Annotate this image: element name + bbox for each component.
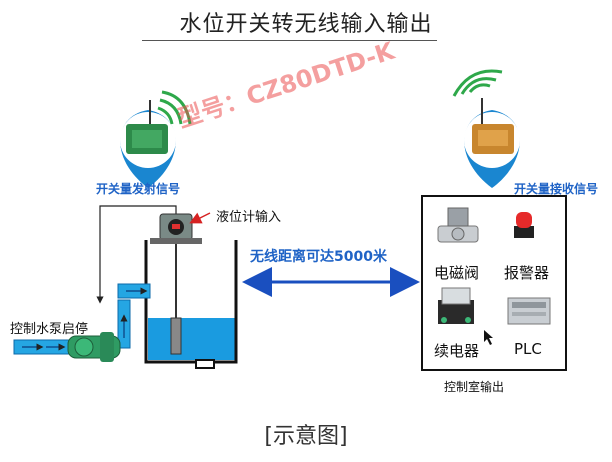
distance-label: 无线距离可达5000米 — [250, 249, 387, 265]
level-meter-label: 液位计输入 — [216, 210, 282, 225]
page-title: 水位开关转无线输入输出 — [179, 12, 433, 37]
wifi-icon — [157, 106, 174, 125]
signal-cable — [99, 205, 177, 216]
water-pump — [67, 332, 121, 362]
figure-caption: [示意图] — [264, 424, 348, 449]
valve-label: 电磁阀 — [434, 264, 480, 282]
wifi-icon — [468, 83, 491, 93]
title-underline — [142, 40, 437, 41]
receiver-pin — [452, 69, 520, 188]
plc-icon — [507, 297, 551, 325]
plc-label: PLC — [514, 340, 542, 358]
transmitter-label: 开关量发射信号 — [96, 182, 181, 196]
water-tank — [144, 240, 238, 369]
control-room-label: 控制室输出 — [444, 380, 505, 394]
control-room-box — [421, 195, 567, 371]
flow-arrows — [22, 287, 148, 351]
receiver-label: 开关量接收信号 — [514, 182, 599, 196]
transmitter-pin — [120, 90, 192, 188]
level-meter-pointer — [189, 212, 211, 224]
alarm-label: 报警器 — [504, 264, 550, 282]
relay-icon — [438, 287, 493, 345]
relay-label: 续电器 — [434, 342, 480, 360]
pump-label: 控制水泵启停 — [10, 322, 89, 337]
solenoid-valve-icon — [437, 207, 479, 243]
level-meter — [150, 213, 202, 355]
alarm-light-icon — [514, 212, 534, 238]
cursor-icon — [484, 330, 493, 345]
